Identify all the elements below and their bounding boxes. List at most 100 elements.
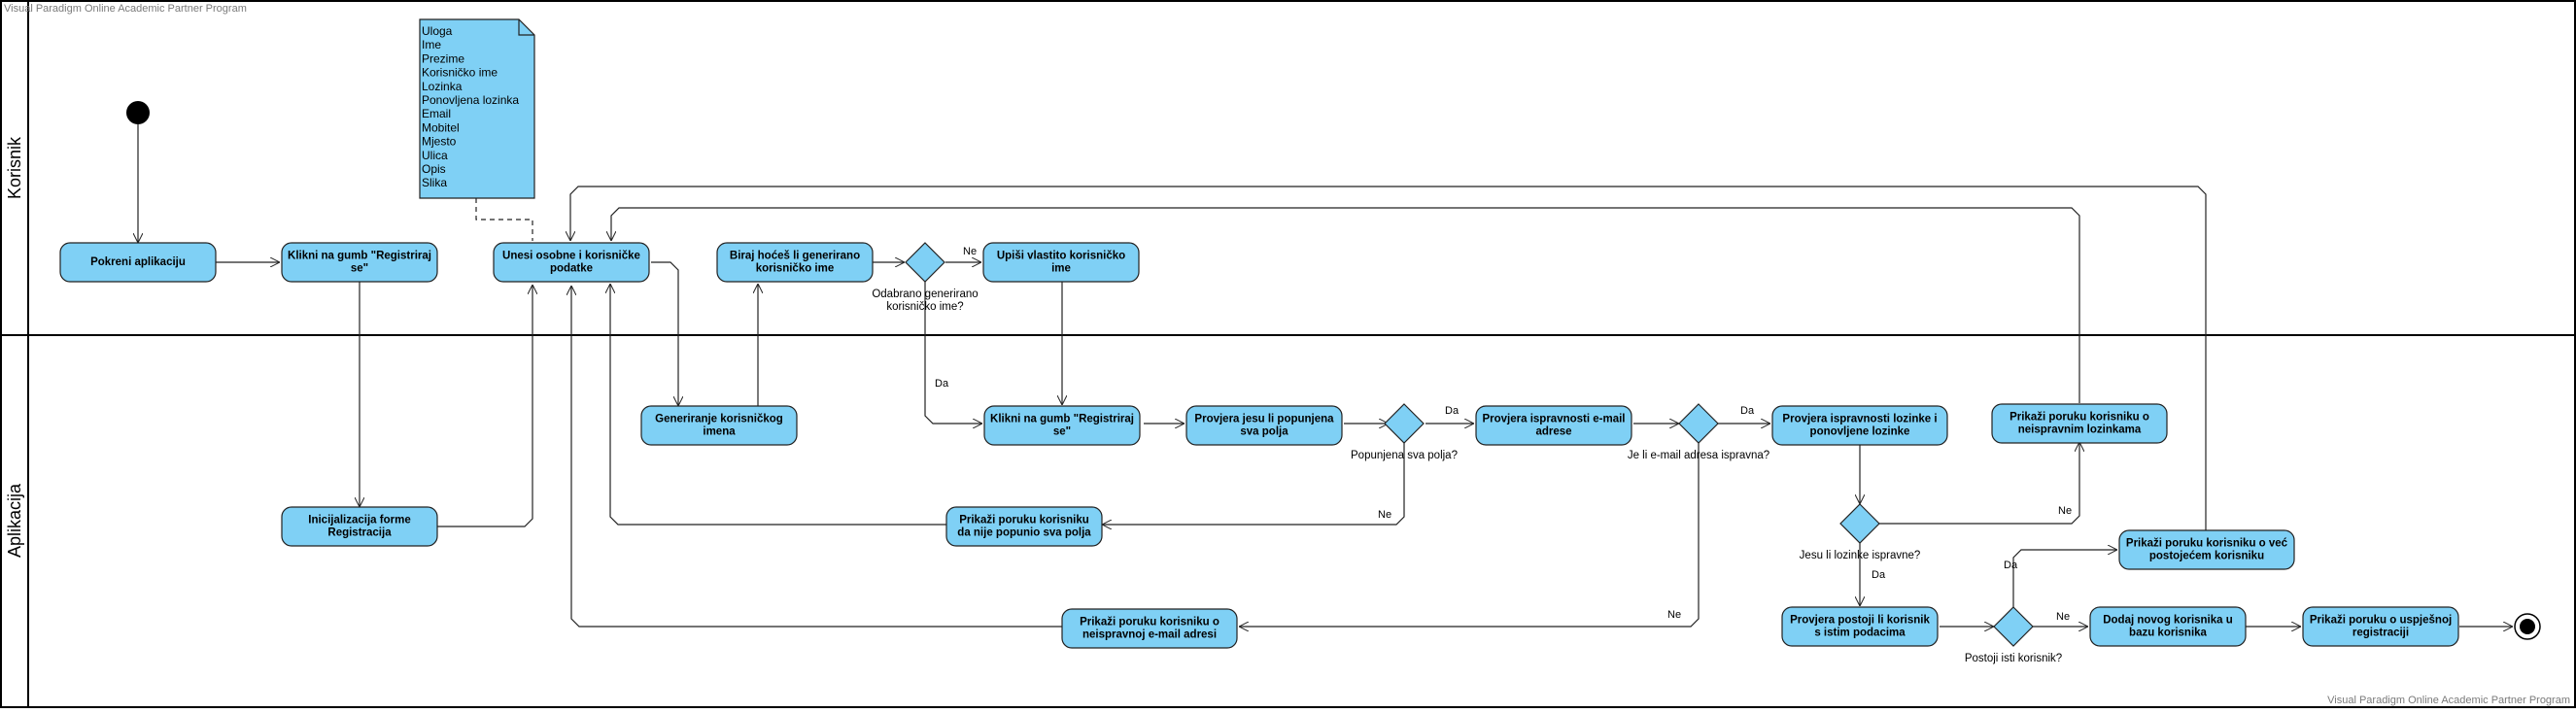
lane-label-aplikacija: Aplikacija [5, 483, 24, 558]
action-b6: Provjera ispravnosti lozinke iponovljene… [1771, 405, 1948, 446]
decision-label-d5: Postoji isti korisnik? [1965, 653, 2062, 664]
guard-d4-da: Da [1872, 569, 1886, 581]
edge-b10-a3 [570, 186, 2207, 530]
initial-node [126, 101, 150, 124]
lane-label-korisnik: Korisnik [5, 136, 24, 199]
note-line: Opis [422, 162, 446, 176]
action-label: Klikni na gumb "Registriraj [990, 414, 1134, 425]
decision-d5 [1993, 606, 2034, 647]
edge-d4-b7 [1879, 442, 2079, 525]
decision-d1 [905, 242, 945, 283]
action-label: s istim podacima [1814, 628, 1906, 639]
edge-a3-b2 [651, 261, 678, 406]
action-label: Provjera ispravnosti e-mail [1482, 414, 1625, 425]
action-label: sva polja [1240, 426, 1288, 438]
action-label: postojećem korisniku [2149, 551, 2264, 562]
action-label: adrese [1535, 426, 1571, 438]
action-label: Provjera postoji li korisnik [1790, 615, 1930, 627]
edge-b8-a3 [610, 284, 947, 526]
action-label: Upiši vlastito korisničko [997, 251, 1125, 262]
decision-d4 [1839, 503, 1880, 544]
action-label: Dodaj novog korisnika u [2103, 615, 2233, 627]
action-label: Biraj hoćeš li generirano [730, 251, 860, 262]
action-label: Prikaži poruku korisniku o [1080, 617, 1219, 628]
decision-label-d1: korisničko ime? [886, 301, 963, 313]
decision-label-d3: Je li e-mail adresa ispravna? [1628, 450, 1769, 461]
guard-d3-ne: Ne [1667, 609, 1681, 621]
action-label: Prikaži poruku korisniku [959, 515, 1089, 526]
decision-label-d4: Jesu li lozinke ispravne? [1800, 550, 1921, 561]
action-label: Provjera ispravnosti lozinke i [1782, 414, 1937, 425]
guard-d5-ne: Ne [2056, 611, 2070, 623]
action-label: Klikni na gumb "Registriraj [288, 251, 431, 262]
note-line: Korisničko ime [422, 66, 498, 80]
guard-d2-da: Da [1445, 405, 1460, 417]
action-label: Prikaži poruku korisniku o već [2126, 538, 2288, 550]
action-label: imena [703, 426, 736, 438]
edge-b9-a3 [571, 286, 1237, 628]
action-label: bazu korisnika [2129, 628, 2207, 639]
edge-d3-b9 [1239, 443, 1700, 627]
action-label: Provjera jesu li popunjena [1194, 414, 1334, 425]
action-label: ponovljene lozinke [1810, 426, 1910, 438]
action-label: Unesi osobne i korisničke [502, 251, 640, 262]
edge-d1-b3 [924, 282, 982, 424]
action-label: korisničko ime [756, 263, 835, 275]
action-label: neispravnim lozinkama [2018, 424, 2142, 436]
action-label: se" [351, 263, 368, 275]
final-node-core [2520, 619, 2535, 634]
action-label: da nije popunio sva polja [957, 527, 1091, 539]
note-line: Mobitel [422, 120, 460, 134]
note-line: Ime [422, 38, 441, 51]
decision-label-d2: Popunjena sva polja? [1351, 450, 1458, 461]
guard-d2-ne: Ne [1378, 509, 1391, 521]
action-label: registraciji [2353, 628, 2409, 639]
note-line: Prezime [422, 51, 464, 65]
guard-d1-da: Da [935, 378, 949, 390]
note-line: Slika [422, 176, 447, 189]
action-label: Pokreni aplikaciju [90, 256, 186, 268]
note-line: Lozinka [422, 80, 463, 93]
action-label: Generiranje korisničkog [655, 414, 783, 425]
guard-d1-ne: Ne [963, 246, 977, 257]
decision-d3 [1678, 403, 1719, 444]
note-line: Ulica [422, 149, 448, 162]
edge-b7-a3 [611, 207, 2080, 403]
watermark-top: Visual Paradigm Online Academic Partner … [4, 3, 247, 15]
action-label: Prikaži poruku o uspješnoj [2310, 615, 2452, 627]
edge-b1-a3 [437, 285, 532, 527]
action-label: Inicijalizacija forme [308, 515, 410, 526]
note-anchor-line [475, 198, 533, 241]
action-a1: Pokreni aplikaciju [59, 242, 217, 283]
edge-d5-b10 [2012, 550, 2117, 607]
action-label: ime [1051, 263, 1071, 275]
edge-d2-b8 [1102, 443, 1405, 525]
action-label: podatke [550, 263, 593, 275]
guard-d4-ne: Ne [2058, 505, 2072, 517]
action-b10: Prikaži poruku korisniku o većpostojećem… [2118, 529, 2295, 570]
action-label: se" [1053, 426, 1071, 438]
action-label: Prikaži poruku korisniku o [2009, 412, 2149, 424]
guard-d5-da: Da [2004, 560, 2018, 571]
decision-d2 [1384, 403, 1425, 444]
action-label: neispravnoj e-mail adresi [1082, 629, 1217, 641]
